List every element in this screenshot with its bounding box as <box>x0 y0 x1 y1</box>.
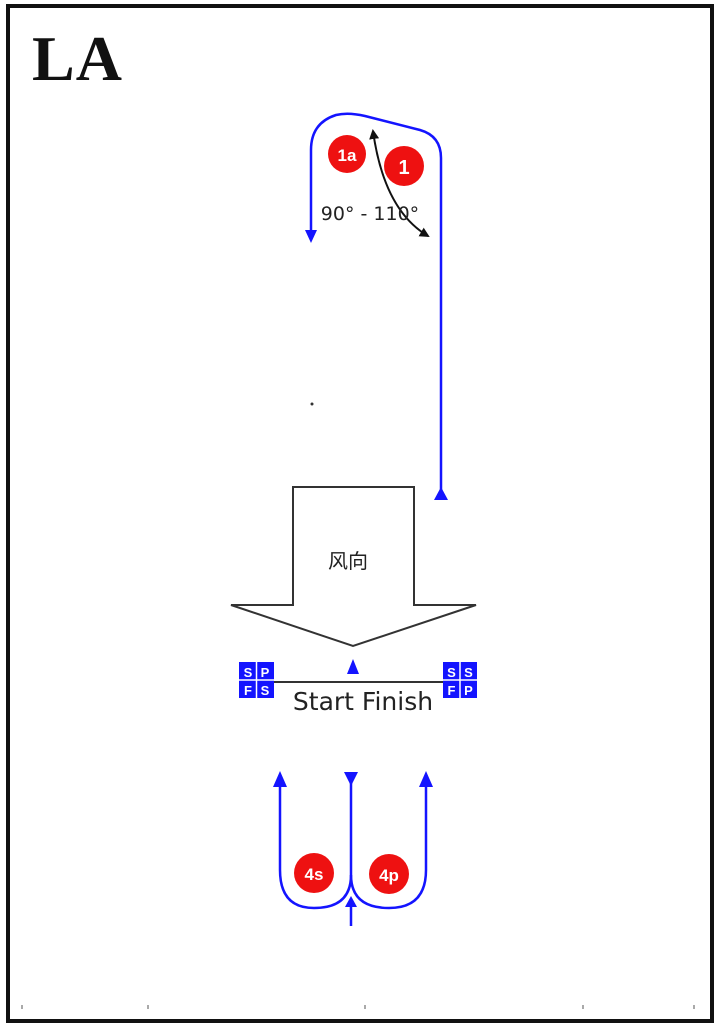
wind-label: 风向 <box>328 549 368 573</box>
course-leg-gate-left <box>278 778 353 910</box>
mark-1a-label: 1a <box>338 146 357 165</box>
mark-1a <box>328 135 366 173</box>
mark-1 <box>384 146 424 186</box>
course-leg-gate-right <box>349 784 428 910</box>
flag-left-2: F <box>244 683 252 698</box>
flag-right-0: S <box>447 665 456 680</box>
arrow-up-left <box>273 771 287 787</box>
start-arrow <box>347 659 359 674</box>
bottom-ticks <box>21 1005 695 1009</box>
arrow-up-center <box>345 896 357 907</box>
flag-left-3: S <box>261 683 270 698</box>
start-finish-label: Start Finish <box>293 687 433 716</box>
flag-left-0: S <box>244 665 253 680</box>
start-flag-right: S S F P <box>443 662 477 698</box>
flag-right-3: P <box>464 683 473 698</box>
reference-dot <box>310 402 314 406</box>
arrow-up-right <box>434 487 448 500</box>
start-flag-left: S P F S <box>239 662 274 698</box>
flag-left-1: P <box>261 665 270 680</box>
flag-right-1: S <box>464 665 473 680</box>
mark-4s-label: 4s <box>305 865 324 884</box>
page-title: LA <box>32 23 123 94</box>
angle-label: 90° - 110° <box>321 203 419 225</box>
arrow-down-left <box>305 230 317 243</box>
flag-right-2: F <box>448 683 456 698</box>
wind-arrow <box>230 486 477 648</box>
mark-4p-label: 4p <box>379 866 399 885</box>
angle-arc-icon <box>369 129 430 238</box>
mark-4p <box>369 854 409 894</box>
mark-4s <box>294 853 334 893</box>
arrow-down-center <box>344 772 358 786</box>
arrow-up-right-gate <box>419 771 433 787</box>
course-leg-windward <box>309 112 443 490</box>
mark-1-label: 1 <box>398 157 409 179</box>
